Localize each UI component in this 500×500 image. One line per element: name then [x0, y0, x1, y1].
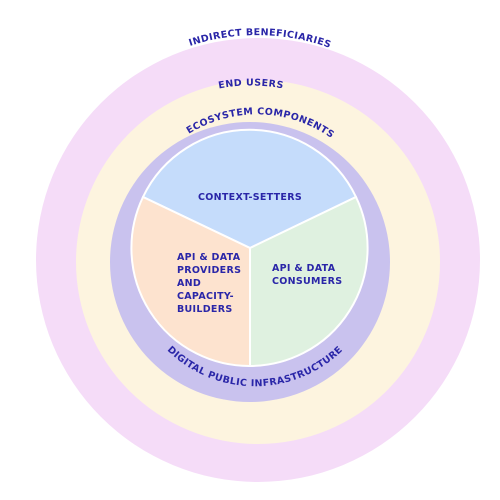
end-users-label: END USERS [218, 77, 285, 91]
consumers-line-2: CONSUMERS [272, 276, 342, 287]
providers-line-3: AND [177, 278, 201, 289]
api-data-providers-segment [130, 195, 251, 368]
providers-line-4: CAPACITY- [177, 291, 234, 302]
api-data-consumers-label: API & DATA CONSUMERS [272, 263, 342, 287]
consumers-line-1: API & DATA [272, 263, 336, 274]
providers-line-2: PROVIDERS [177, 265, 241, 276]
context-setters-label: CONTEXT-SETTERS [198, 192, 302, 203]
providers-line-5: BUILDERS [177, 304, 232, 315]
context-setters-segment [141, 128, 358, 250]
api-data-providers-label: API & DATA PROVIDERS AND CAPACITY- BUILD… [177, 252, 245, 315]
providers-line-1: API & DATA [177, 252, 241, 263]
api-data-consumers-segment [249, 195, 369, 368]
context-setters-line: CONTEXT-SETTERS [198, 192, 302, 203]
